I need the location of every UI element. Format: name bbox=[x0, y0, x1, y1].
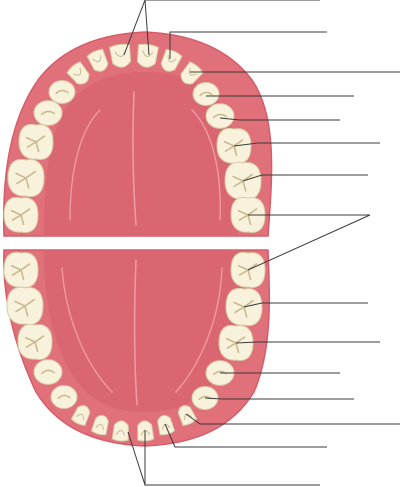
upper-palate-ridge bbox=[69, 109, 101, 221]
lower-canine bbox=[70, 405, 91, 426]
lower-ridge bbox=[175, 267, 223, 393]
leader-line bbox=[164, 423, 327, 448]
leader-line bbox=[185, 413, 400, 425]
upper-premolar-1 bbox=[192, 82, 220, 106]
leader-line bbox=[219, 117, 340, 121]
upper-canine bbox=[66, 61, 90, 85]
upper-canine bbox=[180, 61, 204, 85]
upper-arch bbox=[2, 31, 273, 237]
lower-molar-3 bbox=[3, 251, 39, 288]
upper-palate-ridge bbox=[191, 109, 221, 221]
upper-molar-2 bbox=[7, 158, 45, 197]
lower-midline bbox=[133, 259, 138, 406]
lower-central-incisor bbox=[137, 420, 155, 442]
lower-arch bbox=[3, 249, 271, 447]
leader-line bbox=[123, 0, 320, 56]
leader-line bbox=[235, 341, 380, 344]
upper-palate-midline bbox=[132, 91, 137, 226]
lower-central-incisor bbox=[111, 420, 129, 442]
lower-molar-2 bbox=[6, 286, 44, 325]
leader-line bbox=[127, 431, 146, 486]
leader-line bbox=[204, 397, 354, 400]
leader-line bbox=[144, 0, 150, 56]
lower-premolar-1 bbox=[50, 385, 78, 409]
lower-premolar-2 bbox=[33, 359, 63, 385]
leader-line bbox=[247, 214, 371, 271]
upper-molar-1 bbox=[18, 123, 54, 160]
upper-lateral-incisor bbox=[160, 48, 183, 72]
leader-line bbox=[243, 302, 368, 308]
lower-lateral-incisor bbox=[90, 414, 109, 436]
leader-line bbox=[233, 142, 380, 147]
leader-line bbox=[169, 31, 327, 59]
upper-premolar-2 bbox=[33, 100, 63, 126]
upper-premolar-1 bbox=[48, 80, 76, 104]
upper-lateral-incisor bbox=[86, 48, 109, 72]
leader-line bbox=[242, 174, 368, 182]
upper-central-incisor bbox=[136, 43, 160, 68]
upper-premolar-2 bbox=[205, 103, 235, 129]
upper-molar-3 bbox=[3, 196, 39, 233]
leader-lines bbox=[123, 0, 400, 486]
lower-ridge bbox=[61, 267, 113, 393]
upper-palate bbox=[44, 72, 239, 236]
lower-molar-1 bbox=[17, 323, 53, 360]
